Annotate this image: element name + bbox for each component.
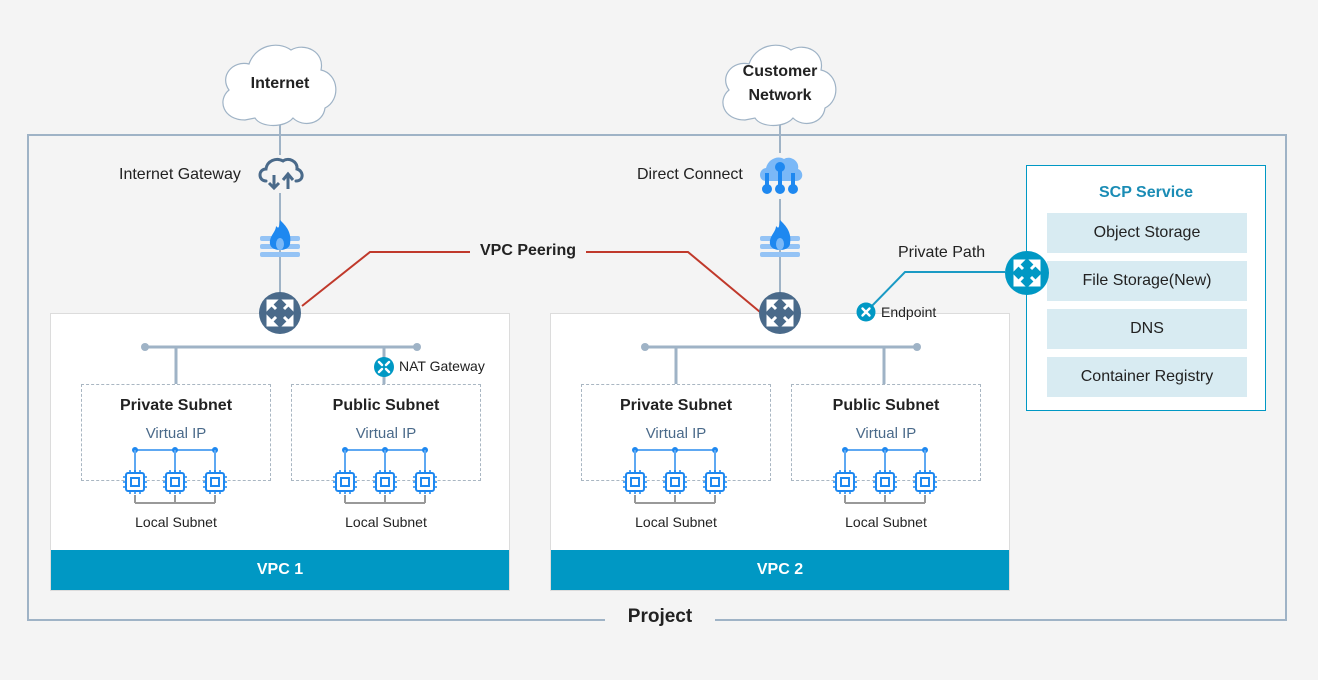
vpc-1-container: VPC 1 Private Subnet Virtual IP Public S… (50, 313, 510, 591)
cpu-chip-icon (833, 470, 857, 494)
subnet-title: Private Subnet (119, 397, 233, 414)
project-frame (27, 134, 1287, 621)
internet-cloud-icon (222, 44, 337, 127)
private-path-router-icon[interactable] (1004, 250, 1050, 296)
subnet-title: Private Subnet (619, 397, 733, 414)
customer-network-cloud-icon (722, 44, 837, 127)
vpc-2-label: VPC 2 (551, 550, 1009, 590)
virtual-ip-label: Virtual IP (855, 425, 917, 442)
vpc-1-label: VPC 1 (51, 550, 509, 590)
direct-connect-label: Direct Connect (637, 166, 743, 183)
scp-item-container-registry[interactable]: Container Registry (1047, 357, 1247, 397)
local-subnet-label: Local Subnet (845, 514, 927, 530)
vpc-peering-label: VPC Peering (470, 242, 586, 260)
public-subnet: Public Subnet Virtual IP (791, 384, 981, 481)
private-path-line (865, 271, 1005, 313)
cpu-chip-icon (623, 470, 647, 494)
firewall-icon (760, 220, 800, 257)
instance-group (623, 447, 727, 504)
cloud-connect-icon (756, 153, 804, 199)
internet-gateway-label: Internet Gateway (119, 166, 241, 183)
firewall-icon (260, 220, 300, 257)
customer-network-line1: Customer (742, 63, 818, 80)
customer-network-label: Customer Network (715, 60, 845, 108)
instance-group (123, 447, 227, 504)
local-subnet-label: Local Subnet (345, 514, 427, 530)
subnet-title: Public Subnet (332, 397, 440, 414)
cpu-chip-icon (203, 470, 227, 494)
local-subnet-label: Local Subnet (635, 514, 717, 530)
router-icon[interactable] (758, 291, 802, 335)
virtual-ip-label: Virtual IP (355, 425, 417, 442)
cpu-chip-icon (413, 470, 437, 494)
router-icon[interactable] (258, 291, 302, 335)
subnet-title: Public Subnet (832, 397, 940, 414)
cpu-chip-icon (913, 470, 937, 494)
cpu-chip-icon (373, 470, 397, 494)
cpu-chip-icon (873, 470, 897, 494)
vpc-1-network (141, 343, 421, 384)
cloud-upload-download-icon (256, 155, 304, 193)
cpu-chip-icon (703, 470, 727, 494)
nat-gateway-label: NAT Gateway (399, 358, 485, 374)
cpu-chip-icon (163, 470, 187, 494)
vpc-2-network (641, 343, 921, 384)
internet-cloud-label: Internet (250, 75, 310, 92)
instance-group (333, 447, 437, 504)
private-subnet: Private Subnet Virtual IP (581, 384, 771, 481)
private-path-label: Private Path (898, 244, 986, 261)
virtual-ip-label: Virtual IP (645, 425, 707, 442)
cpu-chip-icon (333, 470, 357, 494)
vpc-2-container: VPC 2 Private Subnet Virtual IP Public S… (550, 313, 1010, 591)
cpu-chip-icon (123, 470, 147, 494)
virtual-ip-label: Virtual IP (145, 425, 207, 442)
nat-gateway-icon (374, 357, 394, 377)
customer-network-line2: Network (748, 87, 812, 104)
local-subnet-label: Local Subnet (135, 514, 217, 530)
instance-group (833, 447, 937, 504)
cpu-chip-icon (663, 470, 687, 494)
scp-item-object-storage[interactable]: Object Storage (1047, 213, 1247, 253)
scp-service-panel: SCP Service Object Storage File Storage(… (1026, 165, 1266, 411)
scp-service-title: SCP Service (1099, 184, 1193, 201)
peering-line-left (301, 251, 470, 307)
peering-line-right (586, 251, 761, 313)
project-label: Project (605, 606, 715, 628)
endpoint-label: Endpoint (881, 304, 937, 320)
scp-item-dns[interactable]: DNS (1047, 309, 1247, 349)
endpoint-x-icon[interactable] (856, 302, 876, 322)
scp-item-file-storage[interactable]: File Storage(New) (1047, 261, 1247, 301)
